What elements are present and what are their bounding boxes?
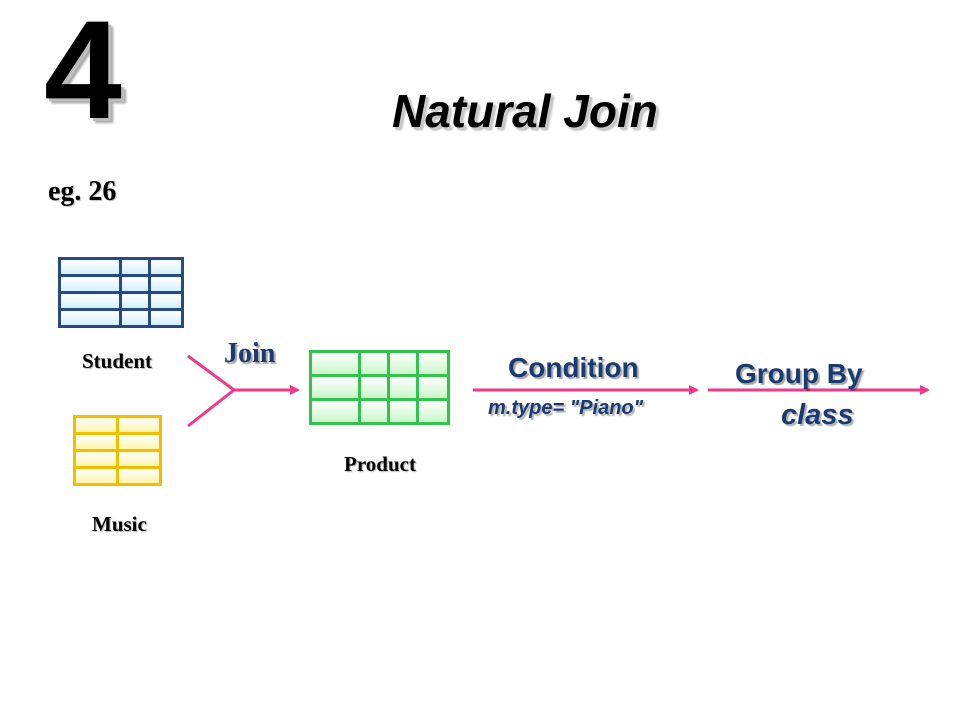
slide-title: Natural Join bbox=[392, 85, 658, 137]
condition-detail: m.type= "Piano" bbox=[488, 397, 644, 419]
join-branch-lower bbox=[187, 388, 235, 428]
student-table bbox=[58, 257, 184, 328]
join-label: Join bbox=[224, 338, 276, 369]
student-table-label: Student bbox=[82, 349, 153, 373]
product-table bbox=[309, 350, 450, 425]
music-table bbox=[73, 415, 162, 486]
group-by-detail: class bbox=[781, 399, 854, 431]
music-table-label: Music bbox=[92, 512, 147, 536]
condition-label: Condition bbox=[508, 352, 639, 383]
group-by-label: Group By bbox=[735, 358, 863, 389]
join-branch-upper bbox=[187, 354, 235, 392]
product-table-label: Product bbox=[344, 452, 416, 476]
example-label: eg. 26 bbox=[48, 176, 117, 207]
slide-number: 4 bbox=[44, 0, 122, 148]
